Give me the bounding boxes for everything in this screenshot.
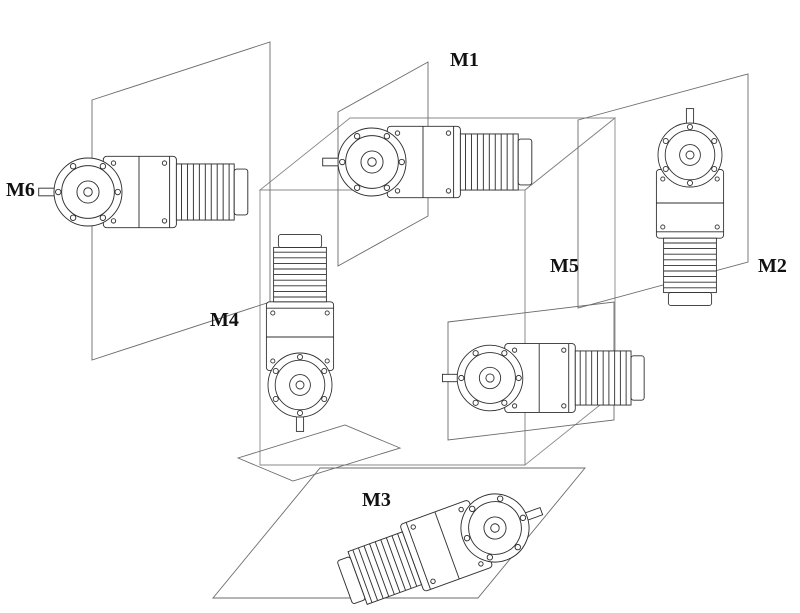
- mounting-plane-m4: [236, 424, 402, 482]
- label-m2: M2: [758, 255, 787, 277]
- mounting-planes: [91, 41, 749, 599]
- gearmotor-m2: [655, 108, 725, 306]
- label-m3: M3: [362, 489, 391, 511]
- label-m1: M1: [450, 49, 479, 71]
- mounting-plane-m5: [447, 301, 615, 441]
- gearmotors: [38, 108, 725, 613]
- position-labels: M1 M2 M3 M4 M5 M6: [6, 49, 787, 511]
- mounting-plane-m3: [212, 467, 586, 599]
- gearmotor-m1: [322, 125, 533, 199]
- gearmotor-m4: [265, 234, 335, 432]
- label-m5: M5: [550, 255, 579, 277]
- gearmotor-m6: [38, 155, 249, 229]
- mounting-plane-m1: [337, 61, 429, 267]
- cube-right-face: [524, 117, 616, 466]
- mounting-plane-m2: [577, 73, 749, 309]
- gearmotor-m5: [441, 343, 645, 413]
- label-m6: M6: [6, 179, 35, 201]
- label-m4: M4: [210, 309, 239, 331]
